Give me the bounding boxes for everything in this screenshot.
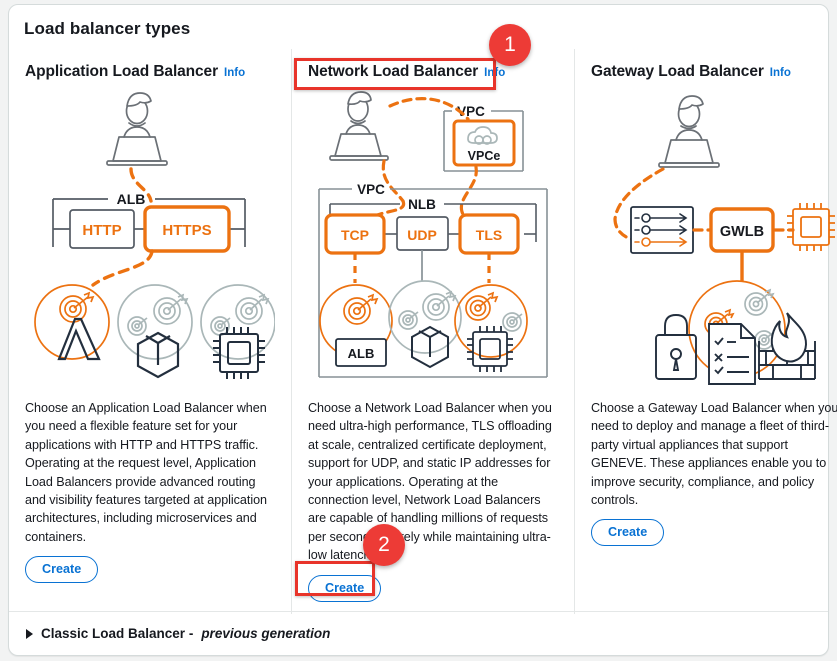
- load-balancer-types-panel: Load balancer types Application Load Bal…: [8, 4, 837, 656]
- lock-icon: [655, 314, 697, 380]
- card-title-network: Network Load Balancer: [308, 63, 479, 80]
- classic-load-balancer-sublabel: previous generation: [201, 626, 331, 641]
- load-balancer-card-list: Application Load Balancer Info: [9, 49, 837, 614]
- compliance-document-icon: [708, 323, 756, 385]
- classic-load-balancer-label: Classic Load Balancer -: [41, 626, 194, 641]
- diagram-group-label-gwlb: GWLB: [720, 224, 764, 240]
- card-title-application: Application Load Balancer: [25, 63, 219, 80]
- target-group-lambda: [34, 284, 110, 360]
- card-gateway-load-balancer: Gateway Load Balancer Info: [574, 49, 837, 614]
- flame-icon: [770, 312, 807, 363]
- info-link-network[interactable]: Info: [484, 67, 506, 79]
- diagram-group-label-alb: ALB: [117, 191, 146, 207]
- flow-client-to-tcp: [381, 159, 405, 203]
- info-link-gateway[interactable]: Info: [769, 67, 791, 79]
- flow-client-to-listener: [129, 167, 153, 203]
- target-alb-label: ALB: [348, 346, 375, 361]
- listener-box-https: [143, 205, 231, 253]
- lambda-icon: [57, 317, 101, 361]
- listener-label-tls: TLS: [476, 227, 502, 243]
- create-application-load-balancer-button[interactable]: Create: [25, 556, 99, 584]
- flow-client-to-vpce: [388, 97, 470, 121]
- target-group-ec2: [200, 284, 275, 360]
- diagram-group-label-nlb: NLB: [408, 197, 436, 212]
- listener-label-tcp: TCP: [341, 227, 369, 243]
- page-title: Load balancer types: [24, 19, 191, 38]
- caret-right-icon: [26, 628, 33, 639]
- card-description-application: Choose an Application Load Balancer when…: [25, 401, 267, 544]
- route-rule-rows: [634, 213, 688, 247]
- listener-label-https: HTTPS: [162, 222, 211, 239]
- ec2-chip-icon-nlb: [467, 326, 513, 372]
- info-link-application[interactable]: Info: [224, 67, 246, 79]
- vpce-label: VPCe: [468, 149, 501, 163]
- card-description-gateway: Choose a Gateway Load Balancer when you …: [591, 401, 837, 508]
- create-gateway-load-balancer-button[interactable]: Create: [591, 519, 665, 547]
- card-network-load-balancer: Network Load Balancer Info: [291, 49, 574, 614]
- flow-client-to-route-table: [613, 167, 665, 221]
- diagram-network-load-balancer: VPC VPCe: [318, 91, 548, 378]
- card-application-load-balancer: Application Load Balancer Info: [9, 49, 291, 614]
- flow-vpce-to-tls: [459, 165, 478, 223]
- target-group-container-nlb: [388, 280, 462, 354]
- diagram-gateway-load-balancer: GWLB: [613, 95, 835, 385]
- gwlb-box: [709, 207, 775, 253]
- listener-box-http: [69, 209, 135, 249]
- card-description-network: Choose a Network Load Balancer when you …: [308, 401, 552, 563]
- target-group-ec2-nlb: [454, 284, 528, 358]
- container-icon-nlb: [411, 325, 449, 369]
- card-header-application: Application Load Balancer Info: [25, 63, 275, 85]
- target-group-container: [117, 284, 193, 360]
- card-header-gateway: Gateway Load Balancer Info: [591, 63, 837, 85]
- diagram-label-vpc-bottom: VPC: [357, 182, 385, 197]
- create-network-load-balancer-button[interactable]: Create: [308, 574, 382, 602]
- flow-listener-to-target: [91, 249, 154, 287]
- ec2-chip-icon: [213, 327, 265, 379]
- card-title-gateway: Gateway Load Balancer: [591, 63, 764, 80]
- appliance-chip-icon: [787, 203, 835, 251]
- classic-load-balancer-expander[interactable]: Classic Load Balancer - previous generat…: [9, 611, 828, 655]
- card-header-network: Network Load Balancer Info: [308, 63, 558, 85]
- listener-label-http: HTTP: [82, 222, 121, 239]
- cloud-icon: [467, 126, 498, 145]
- container-icon: [136, 331, 180, 379]
- target-alb-box: [335, 338, 387, 367]
- diagram-application-load-balancer: ALB HTTP HTTPS: [34, 92, 275, 379]
- listener-label-udp: UDP: [407, 227, 437, 243]
